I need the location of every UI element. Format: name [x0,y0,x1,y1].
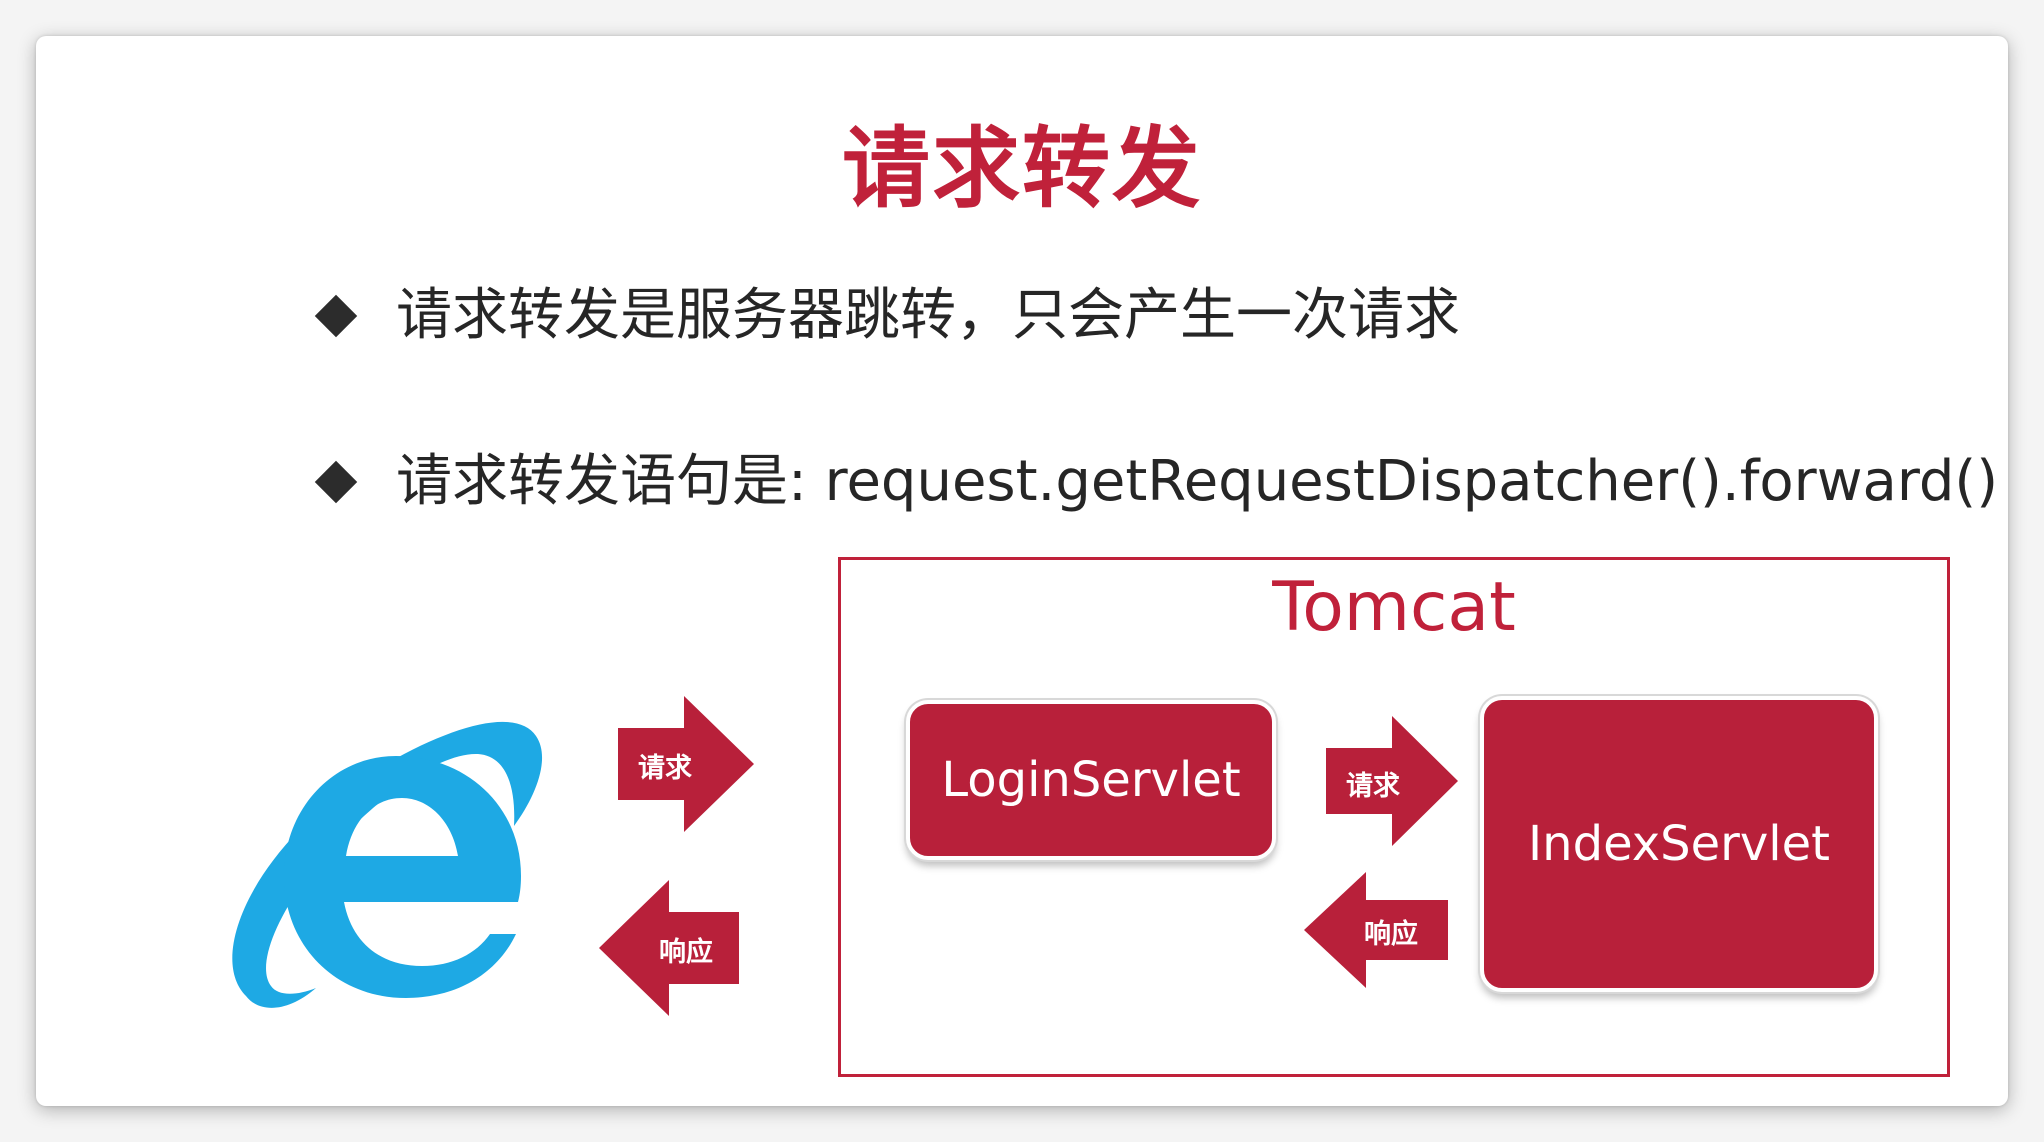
index-servlet-node: IndexServlet [1480,696,1878,992]
login-servlet-node: LoginServlet [906,700,1276,860]
response-label: 响应 [659,937,713,968]
forward-request-arrow-right: 请求 [1326,716,1458,846]
forward-response-arrow-left: 响应 [1304,872,1448,988]
slide: 请求转发 请求转发是服务器跳转，只会产生一次请求 请求转发语句是: reques… [36,36,2008,1106]
bullet-text: 请求转发语句是: request.getRequestDispatcher().… [396,449,1999,514]
bullet-item: 请求转发语句是: request.getRequestDispatcher().… [311,454,1998,510]
diamond-bullet-icon [314,460,358,504]
forward-response-label: 响应 [1364,919,1418,950]
request-label: 请求 [638,753,692,784]
response-arrow-left: 响应 [599,880,739,1016]
tomcat-label: Tomcat [1272,568,1516,647]
tomcat-container: Tomcat [838,557,1950,1077]
bullet-text: 请求转发是服务器跳转，只会产生一次请求 [396,283,1460,348]
slide-title: 请求转发 [841,117,1202,220]
request-arrow-right: 请求 [618,696,754,832]
forward-request-label: 请求 [1346,771,1400,802]
internet-explorer-icon [216,696,556,1020]
diamond-bullet-icon [314,294,358,338]
bullet-item: 请求转发是服务器跳转，只会产生一次请求 [311,288,1460,344]
